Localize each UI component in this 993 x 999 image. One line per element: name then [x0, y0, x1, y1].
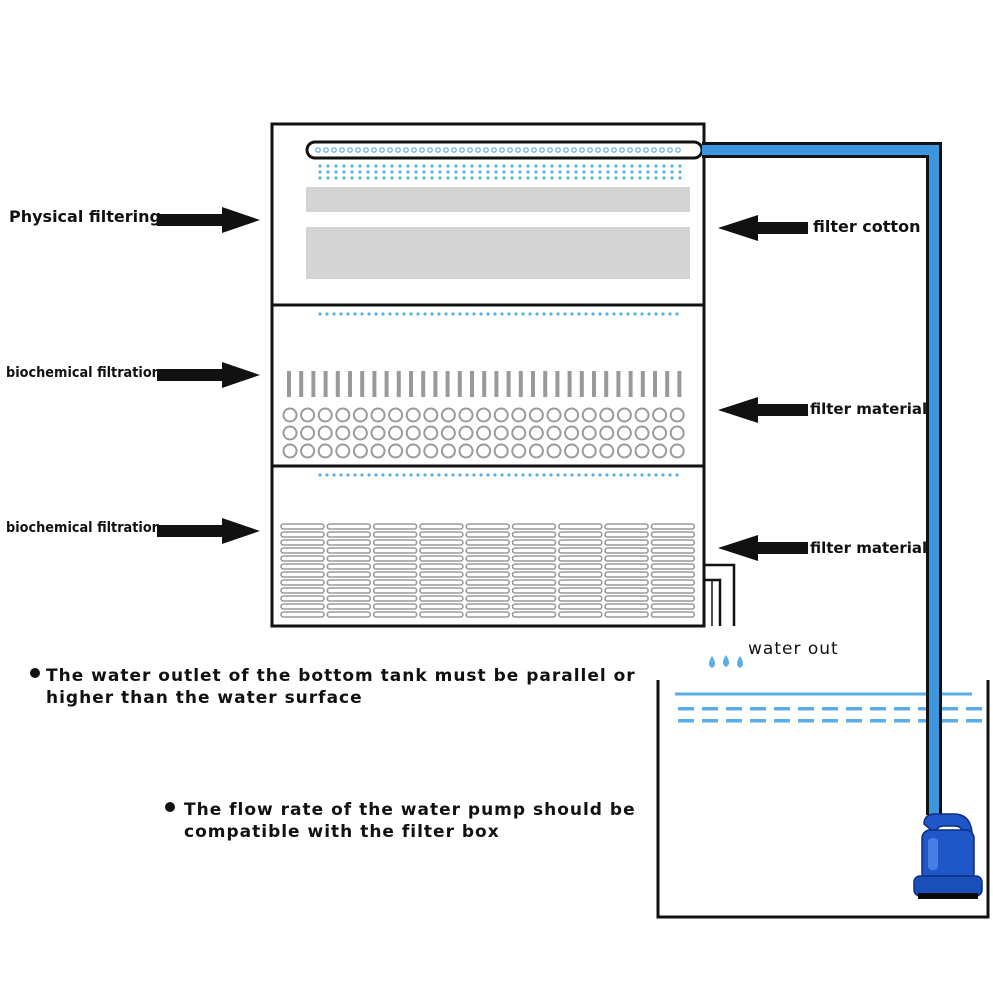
return-pipe	[702, 142, 942, 815]
label-biochemical-filtration-1: biochemical filtration	[6, 365, 161, 381]
bullet-dot	[30, 668, 40, 678]
bullet-dot	[165, 802, 175, 812]
lower-tank	[656, 680, 990, 919]
spray-holes	[315, 147, 681, 153]
label-filter-material-2: filter material	[810, 539, 928, 557]
arrow-right-icon	[157, 207, 260, 233]
label-water-out: water out	[748, 639, 839, 659]
label-filter-material-1: filter material	[810, 400, 928, 418]
water-drop-icon	[709, 655, 743, 668]
filter-cotton-pad-2	[306, 227, 690, 279]
label-physical-filtering: Physical filtering	[9, 207, 161, 226]
arrow-left-icon	[718, 215, 808, 241]
water-pump-icon	[913, 813, 983, 899]
arrow-right-icon	[157, 362, 260, 388]
outlet-pipe	[704, 563, 736, 626]
bio-bars	[280, 523, 696, 618]
bio-tubes	[287, 371, 682, 397]
note-flow-rate: The flow rate of the water pump should b…	[184, 800, 636, 842]
drip-row-middle	[318, 312, 679, 316]
filter-cotton-pad-1	[306, 187, 690, 212]
spray-drops	[318, 164, 682, 180]
arrow-right-icon	[157, 518, 260, 544]
arrow-left-icon	[718, 397, 808, 423]
ceramic-rings	[282, 407, 685, 459]
drip-row-bottom	[318, 473, 679, 477]
label-biochemical-filtration-2: biochemical filtration	[6, 520, 161, 536]
label-filter-cotton: filter cotton	[813, 217, 921, 236]
note-water-outlet: The water outlet of the bottom tank must…	[46, 666, 636, 708]
arrow-left-icon	[718, 535, 808, 561]
